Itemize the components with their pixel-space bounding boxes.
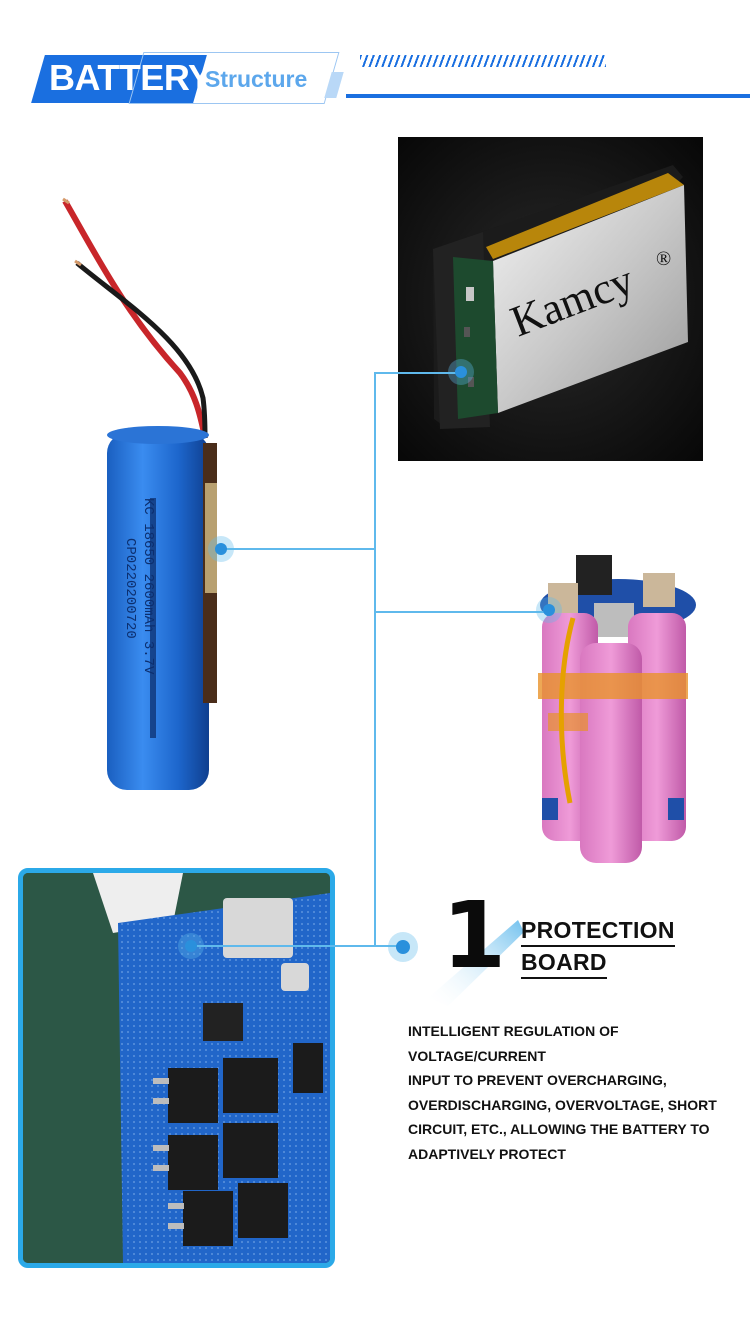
cell-tab-marker — [208, 536, 234, 562]
board-marker — [178, 933, 204, 959]
feature-anchor-dot — [388, 932, 418, 962]
feature-title: PROTECTION BOARD — [521, 915, 721, 979]
pouch-battery-photo: Kamcy ® — [398, 137, 703, 461]
header-underline — [346, 94, 750, 98]
pack-board-marker — [536, 597, 562, 623]
connector-to-board — [190, 945, 402, 947]
cell-label-line2: CP0220200720 — [122, 538, 138, 639]
pouch-pcb-marker — [448, 359, 474, 385]
connector-to-pack — [374, 611, 550, 613]
feature-description: INTELLIGENT REGULATION OF VOLTAGE/CURREN… — [408, 1023, 717, 1162]
connector-to-pouch — [374, 372, 462, 374]
pouch-brand-mark: ® — [656, 248, 671, 270]
header-hatch-pattern — [360, 55, 606, 67]
header-subtitle: Structure — [205, 66, 308, 92]
protection-board-photo — [18, 868, 335, 1268]
connector-vertical — [374, 372, 376, 946]
feature-number: 1 — [442, 882, 507, 989]
connector-to-cell — [222, 548, 376, 550]
feature-number-shadow — [428, 920, 524, 1006]
cylindrical-cell-photo: KC 18650 2600mAh 3.7V CP0220200720 — [55, 193, 235, 793]
feature-title-line1: PROTECTION — [521, 915, 675, 947]
feature-title-line2: BOARD — [521, 947, 607, 979]
battery-pack-photo — [518, 543, 718, 873]
header-title: BATTERY — [49, 57, 212, 98]
